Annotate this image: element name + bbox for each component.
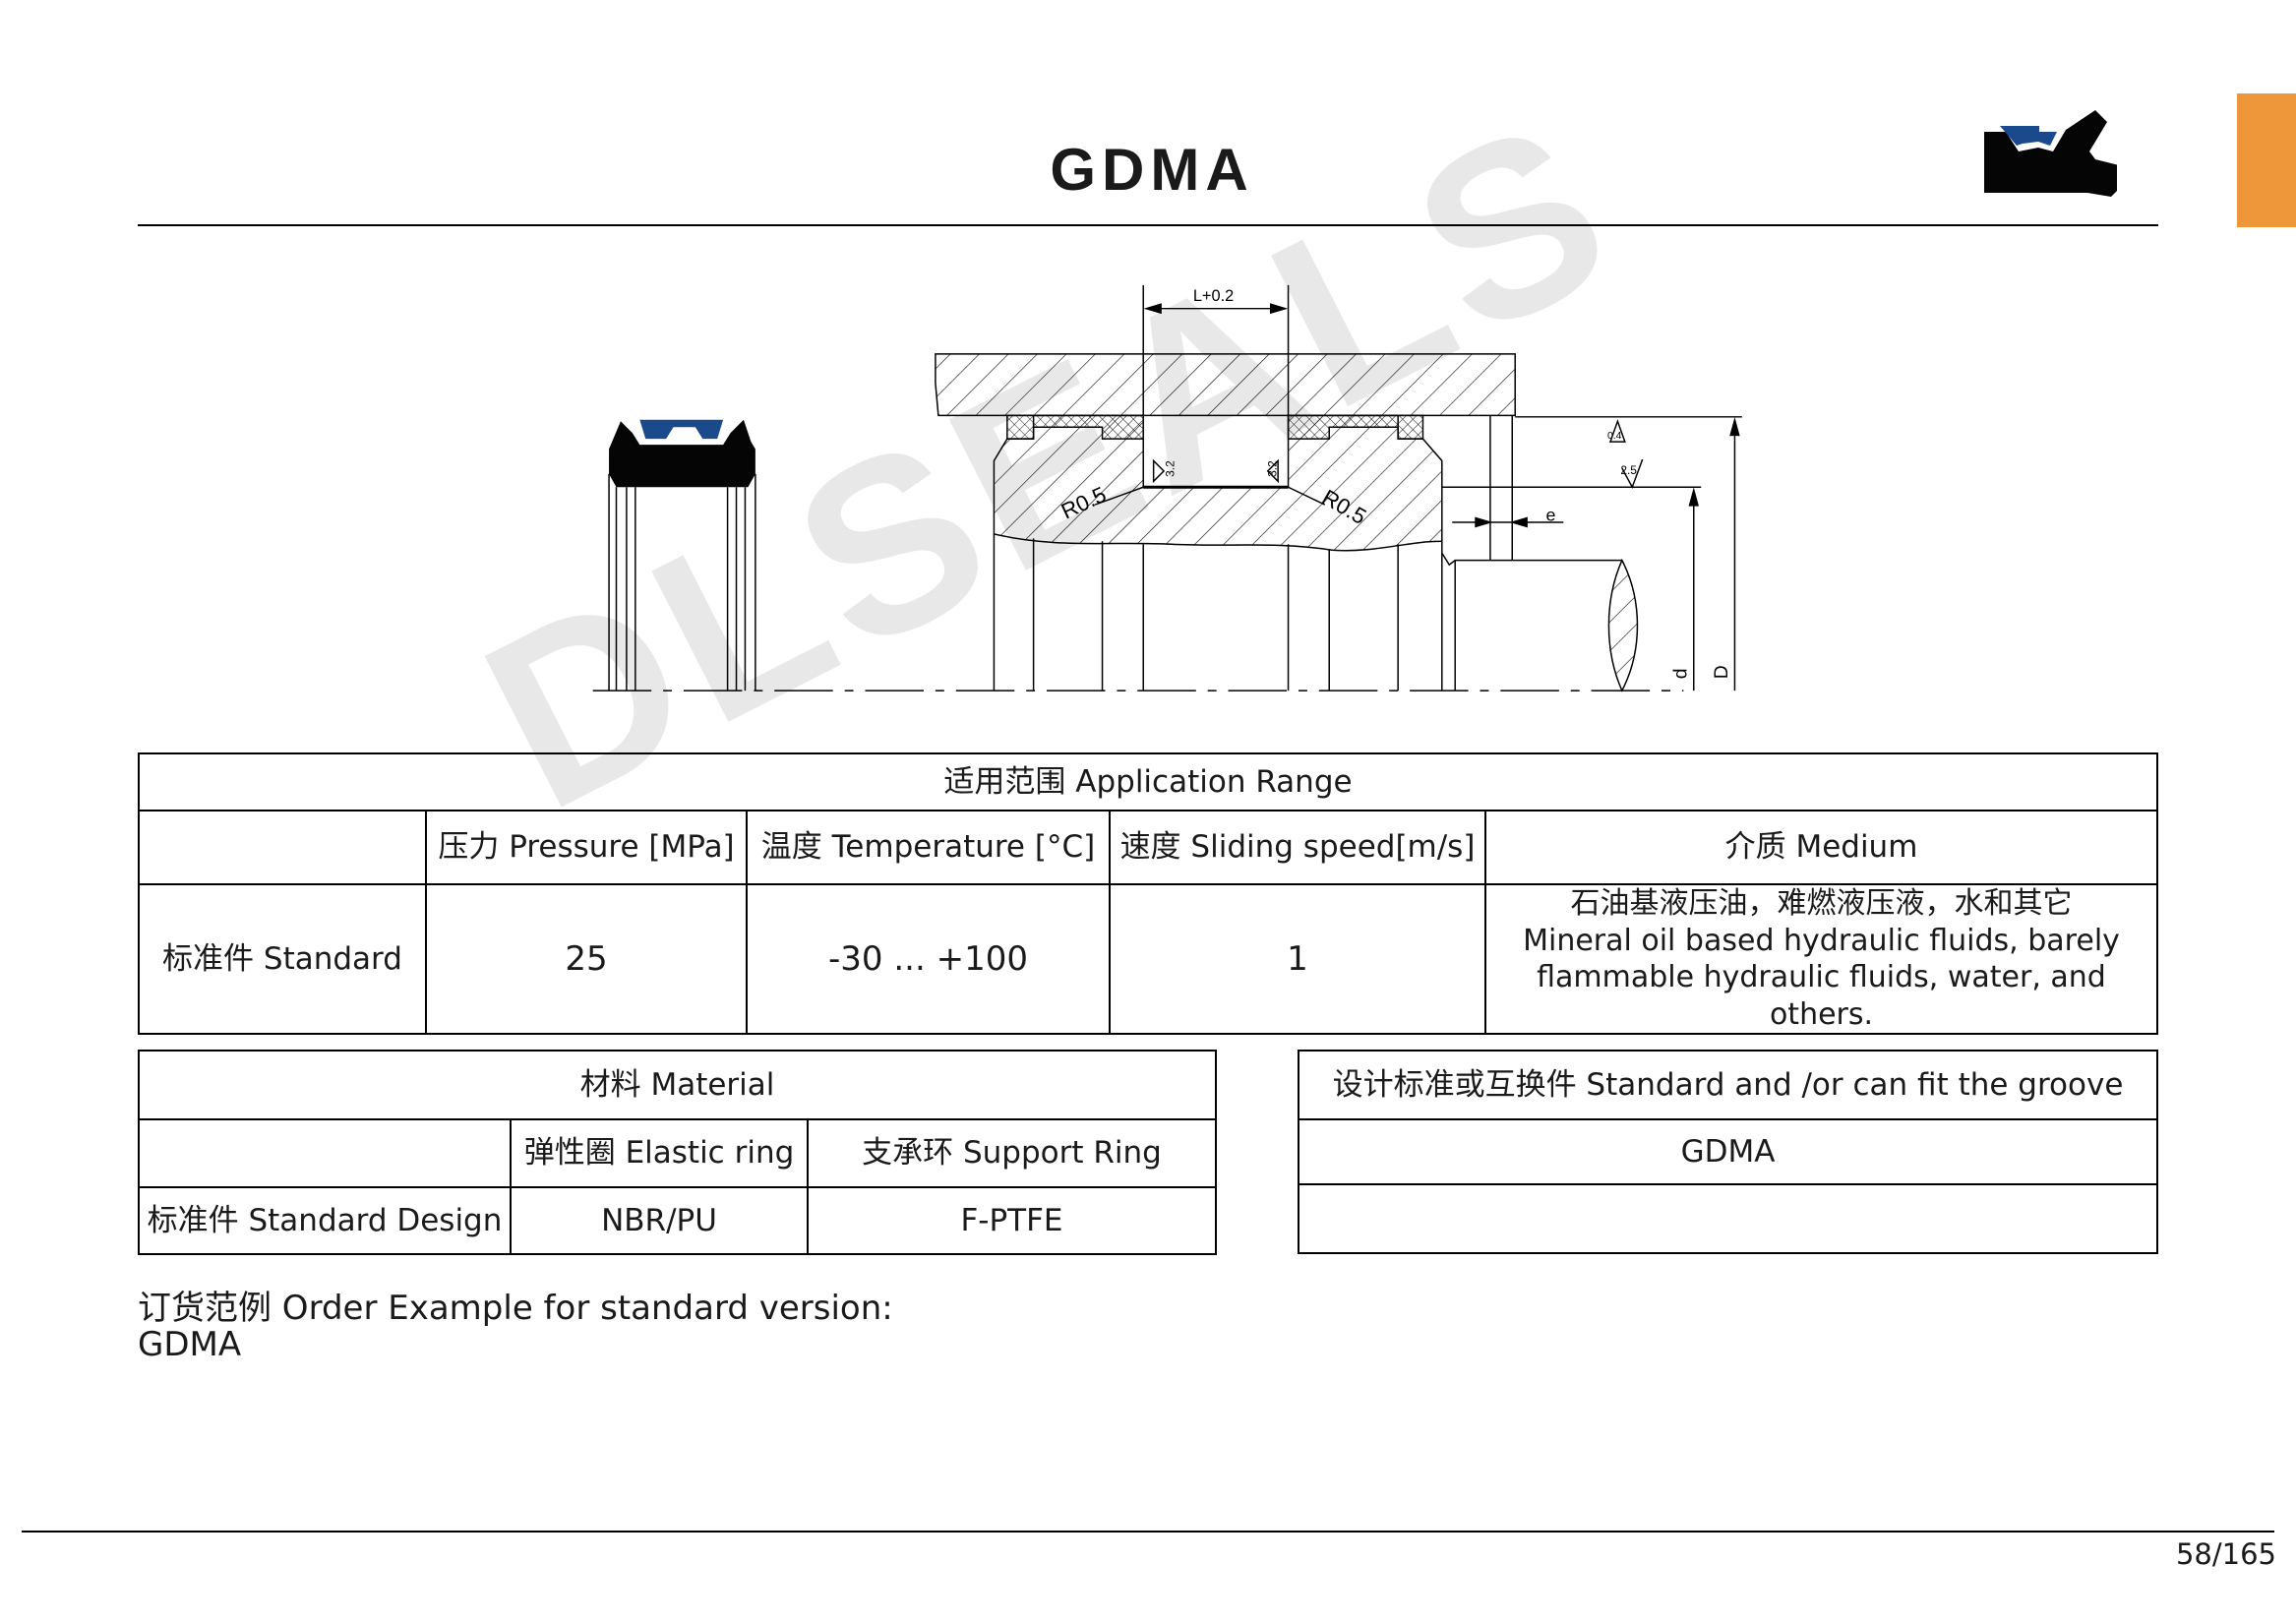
speed-value: 1 bbox=[1109, 883, 1486, 1035]
technical-drawing: L+0.2 R0.5 R0.5 3.2 3.2 0.4 2.5 e d D bbox=[592, 284, 1742, 692]
standard-empty bbox=[1298, 1183, 2158, 1254]
header-support-ring: 支承环 Support Ring bbox=[807, 1118, 1217, 1188]
header-pressure: 压力 Pressure [MPa] bbox=[425, 810, 748, 885]
medium-cn: 石油基液压油，难燃液压液，水和其它 bbox=[1570, 886, 2073, 921]
seal-profile-icon bbox=[1984, 110, 2117, 197]
dim-e-label: e bbox=[1545, 505, 1555, 524]
roughness-mid-label: 2.5 bbox=[1620, 463, 1637, 477]
header-speed: 速度 Sliding speed[m/s] bbox=[1109, 810, 1486, 885]
header-elastic-ring: 弹性圈 Elastic ring bbox=[510, 1118, 809, 1188]
header-temperature: 温度 Temperature [°C] bbox=[746, 810, 1111, 885]
section-tab bbox=[2237, 93, 2296, 227]
pressure-value: 25 bbox=[425, 883, 748, 1035]
page-title: GDMA bbox=[1050, 137, 1254, 203]
header-blank bbox=[138, 810, 427, 885]
row-label: 标准件 Standard bbox=[138, 883, 427, 1035]
header-medium: 介质 Medium bbox=[1484, 810, 2158, 885]
medium-en-2: flammable hydraulic fluids, water, and o… bbox=[1537, 960, 2106, 1032]
dim-d-label: d bbox=[1669, 668, 1691, 679]
roughness-left-label: 3.2 bbox=[1163, 460, 1177, 477]
dim-l-label: L+0.2 bbox=[1193, 287, 1234, 305]
page-number: 58/165 bbox=[2175, 1537, 2276, 1571]
temperature-value: -30 ... +100 bbox=[746, 883, 1111, 1035]
standard-table: 设计标准或互换件 Standard and /or can fit the gr… bbox=[1298, 1050, 2158, 1254]
roughness-top-label: 0.4 bbox=[1607, 431, 1622, 442]
application-title: 适用范围 Application Range bbox=[138, 752, 2158, 812]
application-range-table: 适用范围 Application Range 压力 Pressure [MPa]… bbox=[138, 752, 2158, 1035]
material-row-label: 标准件 Standard Design bbox=[138, 1186, 512, 1255]
standard-title: 设计标准或互换件 Standard and /or can fit the gr… bbox=[1298, 1050, 2158, 1120]
elastic-ring-value: NBR/PU bbox=[510, 1186, 809, 1255]
order-example-label: 订货范例 Order Example for standard version: bbox=[138, 1289, 893, 1328]
material-table: 材料 Material 弹性圈 Elastic ring 支承环 Support… bbox=[138, 1050, 1217, 1255]
medium-en-1: Mineral oil based hydraulic fluids, bare… bbox=[1523, 923, 2120, 958]
order-example-value: GDMA bbox=[138, 1325, 242, 1364]
material-title: 材料 Material bbox=[138, 1050, 1217, 1120]
dim-D-label: D bbox=[1711, 665, 1732, 679]
roughness-right-label: 3.2 bbox=[1266, 460, 1280, 477]
support-ring-value: F-PTFE bbox=[807, 1186, 1217, 1255]
header-divider bbox=[138, 224, 2158, 226]
footer-divider bbox=[22, 1531, 2274, 1533]
material-header-blank bbox=[138, 1118, 512, 1188]
medium-value: 石油基液压油，难燃液压液，水和其它 Mineral oil based hydr… bbox=[1484, 883, 2158, 1035]
standard-value: GDMA bbox=[1298, 1118, 2158, 1185]
